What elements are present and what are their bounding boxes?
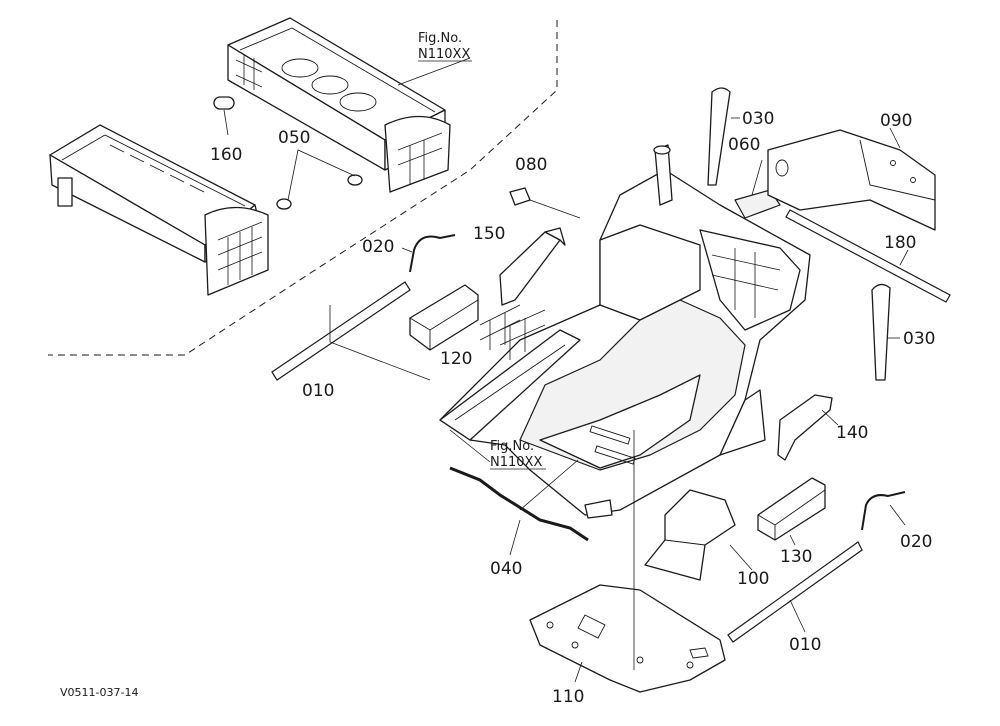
label-010-lower: 010	[789, 635, 821, 655]
label-120: 120	[440, 349, 472, 369]
trim-strip-030-right	[871, 283, 891, 381]
label-180: 180	[884, 233, 916, 253]
fig-ref-upper-leader	[397, 57, 471, 86]
bracket-060	[734, 189, 781, 219]
rear-panel-090	[767, 127, 936, 231]
seat-frame-lower	[49, 124, 269, 296]
trim-strip-030-upper	[707, 87, 731, 186]
fig-ref-lower-caption: Fig.No.	[490, 439, 534, 454]
seat-frame-upper	[227, 17, 451, 193]
label-130: 130	[780, 547, 812, 567]
label-030-upper: 030	[742, 109, 774, 129]
label-080: 080	[515, 155, 547, 175]
label-150: 150	[473, 224, 505, 244]
fig-ref-upper-number: N110XX	[418, 47, 470, 62]
label-020-upper: 020	[362, 237, 394, 257]
label-100: 100	[737, 569, 769, 589]
rod-010-lower	[727, 541, 863, 643]
rod-040	[449, 459, 589, 556]
drawing-code: V0511-037-14	[60, 686, 138, 699]
label-110: 110	[552, 687, 584, 707]
floor-mat-100	[644, 489, 753, 581]
label-140: 140	[836, 423, 868, 443]
label-020-lower: 020	[900, 532, 932, 552]
rod-010-left	[271, 281, 431, 381]
clip-080	[509, 187, 581, 219]
fig-ref-upper: Fig.No. N110XX	[418, 31, 472, 62]
hook-020-lower	[861, 491, 906, 531]
floor-plate-110	[529, 584, 726, 693]
label-160: 160	[210, 145, 242, 165]
bracket-140	[777, 394, 839, 461]
hook-020-upper	[401, 234, 456, 273]
label-030-right: 030	[903, 329, 935, 349]
rod-180	[785, 209, 951, 303]
label-040: 040	[490, 559, 522, 579]
label-050: 050	[278, 128, 310, 148]
fig-ref-lower-number: N110XX	[490, 455, 542, 470]
grommet-160	[213, 96, 235, 136]
label-010-left: 010	[302, 381, 334, 401]
label-060: 060	[728, 135, 760, 155]
cover-block-120	[409, 284, 521, 351]
label-090: 090	[880, 111, 912, 131]
fig-ref-upper-caption: Fig.No.	[418, 31, 462, 46]
duct-150	[499, 227, 566, 306]
cover-block-130	[757, 477, 826, 546]
grommet-050	[276, 149, 363, 210]
fig-ref-lower-leader	[449, 429, 491, 463]
fig-ref-lower: Fig.No. N110XX	[490, 439, 546, 470]
floor-deck-body	[439, 144, 811, 519]
subassembly-boundary	[48, 20, 558, 356]
